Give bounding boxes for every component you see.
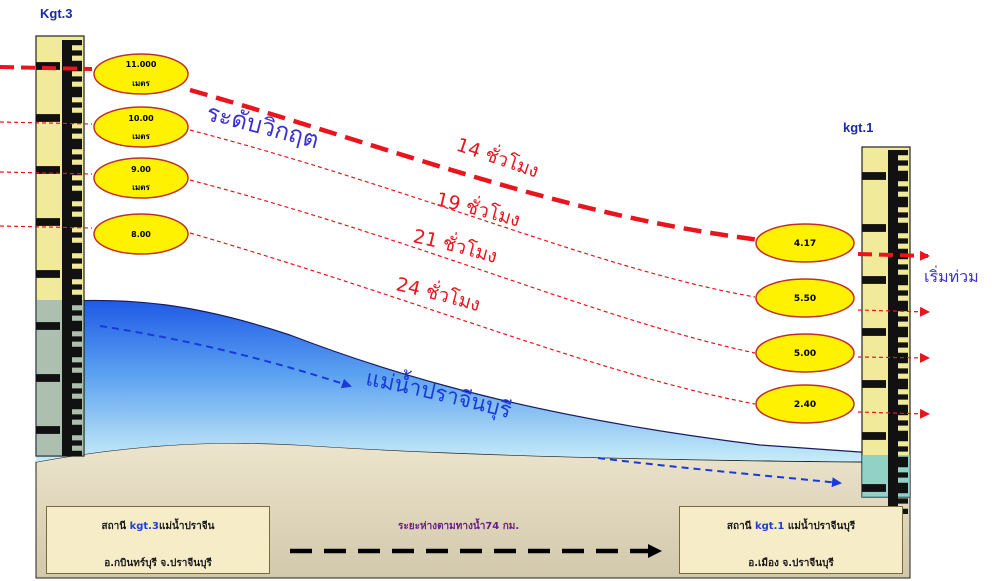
gauge-meter-mark xyxy=(36,62,60,70)
upstream-level-10: 10.00 เมตร xyxy=(93,106,189,148)
level-unit: เมตร xyxy=(132,132,150,141)
gauge-meter-mark xyxy=(36,166,60,174)
gauge-meter-mark xyxy=(36,114,60,122)
gauge-tick xyxy=(888,280,908,307)
downstream-level-2-40: 2.40 xyxy=(755,384,855,424)
upstream-station-box: สถานี kgt.3แม่น้ำปราจีน อ.กบินทร์บุรี จ.… xyxy=(46,506,270,574)
gauge-meter-mark xyxy=(862,276,886,284)
critical-wave-line xyxy=(189,87,761,243)
level-value: 10.00 xyxy=(128,114,154,123)
gauge-meter-mark xyxy=(862,328,886,336)
gauge-tick xyxy=(62,66,82,92)
level-unit: เมตร xyxy=(132,183,150,192)
station-name: สถานี kgt.3แม่น้ำปราจีน xyxy=(101,521,215,532)
staff-gauge-kgt3 xyxy=(35,35,85,457)
level-value: 5.50 xyxy=(794,294,816,304)
gauge-tick xyxy=(888,384,908,411)
level-value: 5.00 xyxy=(794,349,816,359)
gauge-tick xyxy=(62,196,82,222)
gauge-tick xyxy=(62,352,82,379)
arrow-5-50 xyxy=(857,306,930,317)
gauge-tick xyxy=(888,358,908,385)
water-surface-line xyxy=(35,299,911,458)
gauge-tick xyxy=(62,222,82,248)
gauge-tick xyxy=(62,40,82,66)
gauge-tick xyxy=(888,202,908,228)
gauge-tick xyxy=(888,332,908,359)
level-value: 4.17 xyxy=(794,239,816,249)
gauge-meter-mark xyxy=(862,172,886,180)
station-location: อ.เมือง จ.ปราจีนบุรี xyxy=(748,558,834,569)
gauge-tick xyxy=(888,254,908,281)
gauge-meter-mark xyxy=(36,374,60,382)
downstream-level-5-50: 5.50 xyxy=(755,278,855,318)
gauge-tick xyxy=(62,326,82,353)
station-name: สถานี kgt.1 แม่น้ำปราจีนบุรี xyxy=(726,521,856,532)
level-value: 11.000 xyxy=(126,60,157,69)
gauge-tick xyxy=(62,118,82,144)
travel-time-19: 19 ชั่วโมง xyxy=(434,188,523,231)
gauge-tick xyxy=(888,410,908,437)
gauge-tick xyxy=(62,430,82,457)
downstream-level-5-00: 5.00 xyxy=(755,333,855,373)
arrow-4-17 xyxy=(857,250,930,261)
travel-time-14: 14 ชั่วโมง xyxy=(453,134,541,183)
upstream-level-8: 8.00 xyxy=(93,213,189,255)
gauge-tick xyxy=(888,228,908,254)
gauge-tick xyxy=(888,462,908,489)
level-value: 8.00 xyxy=(131,230,151,239)
gauge-meter-mark xyxy=(862,224,886,232)
station-code-kgt1: kgt.1 xyxy=(843,120,874,135)
gauge-meter-mark xyxy=(862,432,886,440)
arrow-5-00 xyxy=(857,352,930,363)
gauge-tick xyxy=(888,176,908,202)
gauge-tick xyxy=(62,404,82,431)
level-marker-10 xyxy=(0,121,93,125)
river-water xyxy=(36,300,910,462)
critical-level-label: ระดับวิกฤต xyxy=(204,99,322,155)
flow-arrow-lower xyxy=(597,457,842,488)
gauge-tick xyxy=(62,144,82,170)
downstream-station-box: สถานี kgt.1 แม่น้ำปราจีนบุรี อ.เมือง จ.ป… xyxy=(679,506,903,574)
gauge-tick xyxy=(62,248,82,275)
distance-label: ระยะห่างตามทางน้ำ74 กม. xyxy=(398,521,520,532)
travel-time-21: 21 ชั่วโมง xyxy=(411,225,500,268)
level-marker-8 xyxy=(0,225,93,229)
gauge-tick xyxy=(62,170,82,196)
upstream-level-11: 11.000 เมตร xyxy=(93,53,189,95)
level-marker-11 xyxy=(0,65,93,71)
downstream-level-4-17: 4.17 xyxy=(755,223,855,263)
gauge-tick xyxy=(888,150,908,176)
travel-time-24: 24 ชั่วโมง xyxy=(394,273,483,316)
wave-line-21h xyxy=(189,179,756,354)
arrow-2-40 xyxy=(857,408,930,419)
gauge-tick xyxy=(62,274,82,301)
station-location: อ.กบินทร์บุรี จ.ปราจีนบุรี xyxy=(104,558,212,569)
gauge-meter-mark xyxy=(36,270,60,278)
level-unit: เมตร xyxy=(132,79,150,88)
gauge-tick xyxy=(888,306,908,333)
gauge-meter-mark xyxy=(36,218,60,226)
flood-start-label: เริ่มท่วม xyxy=(924,265,979,286)
gauge-tick xyxy=(62,92,82,118)
gauge-meter-mark xyxy=(36,426,60,434)
gauge-tick xyxy=(62,300,82,327)
gauge-meter-mark xyxy=(862,380,886,388)
gauge-tick xyxy=(888,436,908,463)
wave-line-19h xyxy=(189,129,756,298)
level-marker-9 xyxy=(0,171,93,175)
level-value: 9.00 xyxy=(131,165,151,174)
station-code-kgt3: Kgt.3 xyxy=(40,6,73,21)
level-value: 2.40 xyxy=(794,400,816,410)
upstream-level-9: 9.00 เมตร xyxy=(93,157,189,199)
staff-gauge-kgt1 xyxy=(861,146,911,515)
gauge-tick xyxy=(62,378,82,405)
gauge-meter-mark xyxy=(36,322,60,330)
gauge-meter-mark xyxy=(862,484,886,492)
